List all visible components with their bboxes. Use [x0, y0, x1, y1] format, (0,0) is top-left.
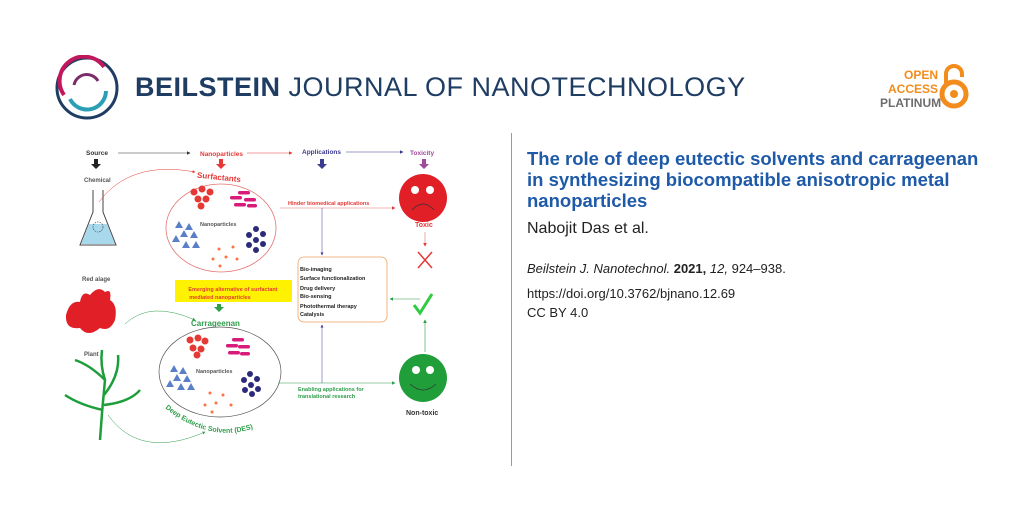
fig-toxicity-header: Toxicity	[410, 150, 434, 157]
open-lock-icon	[939, 64, 969, 109]
fig-des-label: Deep Eutectic Solvent (DES)	[164, 404, 254, 435]
doi-link[interactable]: https://doi.org/10.3762/bjnano.12.69	[527, 286, 736, 301]
red-algae-icon	[65, 289, 116, 333]
article-info: The role of deep eutectic solvents and c…	[527, 148, 997, 320]
fig-carrageenan-label: Carrageenan	[191, 319, 240, 328]
journal-name-rest: JOURNAL OF NANOTECHNOLOGY	[288, 72, 746, 102]
fig-red-algae-label: Red alage	[82, 277, 111, 283]
fig-app-item: Bio-sensing	[300, 294, 331, 300]
happy-face-icon	[399, 354, 447, 402]
fig-plant-label: Plant	[84, 352, 99, 358]
beilstein-logo-icon	[55, 55, 119, 120]
fig-app-item: Catalysis	[300, 312, 324, 318]
fig-app-item: Bio-imaging	[300, 267, 332, 273]
fig-source-header: Source	[86, 150, 108, 157]
journal-name-bold: BEILSTEIN	[135, 72, 281, 102]
fig-surfactants-label: Surfactants	[197, 171, 242, 185]
fig-emerging-line2: mediated nanoparticles	[189, 295, 250, 301]
fig-app-item: Photothermal therapy	[300, 304, 358, 310]
fig-applications-header: Applications	[302, 149, 341, 156]
sad-face-icon	[399, 174, 447, 222]
plant-icon	[64, 349, 141, 441]
citation-year: 2021,	[673, 261, 707, 276]
flask-icon	[79, 190, 117, 246]
article-title: The role of deep eutectic solvents and c…	[527, 148, 979, 211]
fig-app-item: Drug delivery	[300, 286, 336, 292]
column-divider	[511, 133, 512, 466]
graphical-abstract: Source Nanoparticles Applications Toxici…	[64, 149, 447, 443]
x-mark-icon	[417, 251, 433, 269]
citation: Beilstein J. Nanotechnol. 2021, 12, 924–…	[527, 261, 997, 276]
citation-volume: 12,	[709, 261, 728, 276]
oa-platinum: PLATINUM	[880, 96, 942, 110]
fig-chemical-label: Chemical	[84, 178, 111, 184]
fig-nanoparticles-label-top: Nanoparticles	[200, 222, 236, 228]
oa-access: ACCESS	[887, 82, 938, 96]
fig-app-item: Surface functionalization	[300, 276, 366, 282]
fig-nanoparticles-label-bottom: Nanoparticles	[196, 369, 232, 375]
license: CC BY 4.0	[527, 305, 589, 320]
fig-nanoparticles-header: Nanoparticles	[200, 151, 243, 158]
open-access-label: OPEN ACCESS PLATINUM	[880, 68, 942, 110]
fig-hinder-text: Hinder biomedical applications	[288, 201, 369, 207]
fig-enabling-line1: Enabling applications for	[298, 387, 365, 393]
article-authors: Nabojit Das et al.	[527, 220, 649, 237]
fig-toxic-label: Toxic	[415, 222, 433, 229]
svg-text:Deep Eutectic Solvent (DES): Deep Eutectic Solvent (DES)	[164, 404, 254, 435]
check-mark-icon	[412, 293, 434, 316]
fig-enabling-line2: translational research	[298, 394, 356, 400]
oa-open: OPEN	[903, 68, 938, 82]
journal-name: BEILSTEIN JOURNAL OF NANOTECHNOLOGY	[135, 72, 746, 103]
citation-journal: Beilstein J. Nanotechnol.	[527, 261, 671, 276]
fig-emerging-line1: Emerging alternative of surfactant	[188, 287, 277, 293]
citation-pages: 924–938.	[731, 261, 786, 276]
fig-non-toxic-label: Non-toxic	[406, 410, 438, 417]
